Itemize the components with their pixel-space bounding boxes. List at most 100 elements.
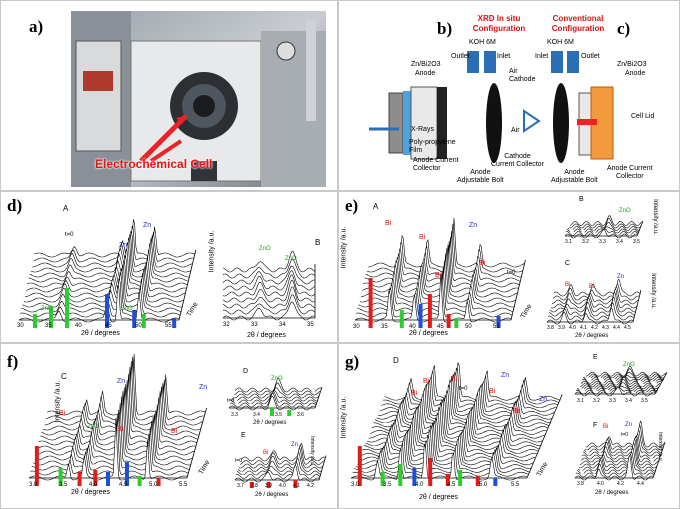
e-c-bi1: Bi [565, 282, 571, 288]
f-ref-bar [124, 462, 129, 486]
g-ref-bar [412, 468, 417, 486]
film-1: Poly-propylene [409, 139, 456, 146]
e-trace [357, 266, 514, 313]
air-cathode-left [437, 87, 447, 159]
f-e-ref-bar [293, 480, 298, 488]
g-f-trace [574, 454, 654, 481]
d-xtick-3: 45 [105, 323, 112, 329]
d-xtick-1: 35 [45, 323, 52, 329]
photo-electrochemical-cell: Electrochemical Cell [71, 11, 326, 187]
polypropylene-film [388, 92, 404, 154]
g-bi2: Bi [451, 376, 458, 383]
d-ref-bar [132, 310, 137, 328]
cathode-cc-2: Current Collector [491, 161, 544, 168]
f-e-xtick-1: 3.8 [251, 483, 258, 489]
e-c-zn: Zn [617, 274, 625, 280]
d-trace [34, 219, 195, 258]
g-ref-bar [475, 476, 480, 486]
f-xtick-0: 3.0 [29, 482, 38, 488]
inlet-right-port [551, 51, 563, 73]
g-trace [360, 420, 537, 458]
e-ylabel: Intensity /a.u. [340, 226, 348, 269]
anode-bolt-left-2: Adjustable Bolt [457, 177, 504, 184]
f-xtick-4: 5.0 [149, 482, 158, 488]
f-e-xlabel: 2θ / degrees [255, 492, 289, 498]
g-e-trace [579, 376, 661, 388]
d-ref-bar [172, 318, 177, 328]
f-e-time-axis [318, 455, 327, 481]
f-e-zn: Zn [291, 442, 299, 448]
f-ref-bar [137, 476, 142, 486]
air-arrow [523, 109, 541, 133]
g-f-trace [580, 436, 660, 463]
g-f-trace [575, 453, 655, 478]
anode-cc-right-2: Collector [615, 173, 644, 180]
g-trace [365, 406, 542, 447]
g-f-xtick-1: 4.0 [597, 481, 604, 487]
e-c-xtick-5: 4.3 [602, 325, 609, 331]
air-cathode-1: Air [509, 68, 518, 75]
panel-a-label: a) [29, 17, 44, 36]
e-c-ylabel: Intensity /a.u. [649, 273, 656, 309]
e-trace [354, 274, 512, 323]
g-f-t0: t=0 [621, 432, 629, 438]
plot-g-waterfall [350, 362, 668, 486]
anode-cc-left-2: Collector [413, 165, 441, 172]
d-b-xtick-3: 35 [307, 322, 314, 328]
g-f-trace [582, 433, 662, 457]
photo-drawing [71, 11, 326, 187]
e-trace [359, 253, 516, 303]
g-f-trace [581, 435, 661, 460]
air-cathode-label: Air Cathode [509, 68, 535, 84]
f-d-xtick-1: 3.4 [253, 412, 260, 418]
e-bi2: Bi [419, 234, 426, 241]
air-label: Air [511, 127, 520, 134]
f-e-trace [235, 462, 321, 479]
g-f-trace [585, 420, 665, 448]
e-c-xtick-2: 4.0 [569, 325, 576, 331]
d-zno1: ZnO [41, 306, 53, 312]
f-d-time-axis [314, 386, 323, 409]
g-trace [371, 394, 548, 431]
f-zno: ZnO [87, 424, 99, 430]
g-bi4: Bi [489, 388, 496, 395]
d-t0: t=0 [65, 232, 74, 238]
xrd-title-2: Configuration [472, 24, 526, 33]
g-small-ylabel: Intensity /a.u. [656, 432, 663, 462]
plot-f-waterfall [28, 353, 327, 488]
g-f-trace [584, 424, 664, 451]
e-xlabel: 2θ / degrees [409, 330, 448, 337]
e-xtick-5: 55 [493, 324, 500, 330]
f-inset-c: C [61, 372, 67, 381]
plot-d-waterfall [18, 219, 316, 328]
anode-bolt-right [577, 119, 597, 125]
g-f-trace [576, 451, 656, 475]
inlet-right: Inlet [535, 53, 549, 60]
e-b-xtick-4: 3.5 [633, 239, 640, 245]
g-trace [362, 417, 539, 454]
f-xtick-1: 3.5 [59, 482, 68, 488]
f-e-trace [234, 464, 320, 483]
f-ref-bar [58, 468, 63, 486]
f-ref-bar [34, 446, 39, 486]
outlet-right: Outlet [581, 53, 600, 60]
e-xtick-3: 45 [437, 324, 444, 330]
g-ref-bar [445, 474, 450, 486]
f-bi1: Bi [59, 410, 66, 417]
g-ref-bar [357, 446, 362, 486]
g-trace [350, 443, 528, 481]
f-e-bi: Bi [263, 450, 269, 456]
g-ref-bar [493, 478, 498, 486]
koh-left: KOH 6M [469, 39, 496, 46]
g-ref-bar [398, 464, 403, 486]
g-trace [374, 384, 552, 424]
panel-a: a) Electrochemical Cell [0, 0, 338, 191]
e-b-xtick-0: 3.1 [565, 239, 572, 245]
e-b-xtick-3: 3.4 [616, 239, 623, 245]
e-c-bi2: Bi [589, 284, 595, 290]
anode-bolt-left-1: Anode [470, 169, 491, 176]
f-d-trace [228, 395, 316, 411]
g-bi3: Bi [411, 390, 418, 397]
g-f-xtick-3: 4.4 [637, 481, 644, 487]
g-e-time-axis [654, 372, 668, 395]
